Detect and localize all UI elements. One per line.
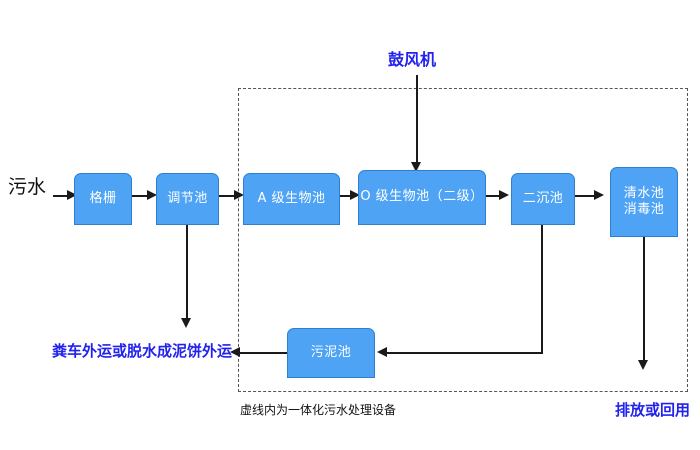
sludge-to-disposal-arrowhead bbox=[230, 347, 240, 357]
secondary-to-sludge-arrowhead bbox=[377, 347, 387, 357]
node-sludge-tank[interactable]: 污泥池 bbox=[287, 328, 375, 378]
sludge-to-disposal-line bbox=[240, 352, 287, 354]
node-a-stage-bio-label: A 级生物池 bbox=[257, 190, 326, 206]
grid-to-regulate-arrowhead bbox=[147, 190, 157, 200]
node-regulate-label: 调节池 bbox=[167, 190, 208, 206]
node-clearwater-disinfection[interactable]: 清水池 消毒池 bbox=[610, 167, 678, 237]
secondary-to-clearwater-arrowhead bbox=[594, 190, 604, 200]
blower-label: 鼓风机 bbox=[388, 50, 437, 69]
regulate-to-disposal-line bbox=[186, 225, 188, 321]
secondary-to-sludge-vertical bbox=[541, 225, 543, 354]
grid-to-regulate-line bbox=[132, 195, 149, 197]
node-secondary-clarifier-label: 二沉池 bbox=[522, 190, 564, 206]
regulate-to-disposal-arrowhead bbox=[181, 318, 191, 328]
node-regulate[interactable]: 调节池 bbox=[156, 173, 219, 225]
abio-to-obio-arrowhead bbox=[350, 190, 360, 200]
node-o-stage-bio-label: O 级生物池（二级） bbox=[360, 189, 484, 205]
abio-to-obio-line bbox=[340, 195, 353, 197]
obio-to-secondary-arrowhead bbox=[499, 190, 509, 200]
node-disinfection-label: 消毒池 bbox=[623, 202, 665, 217]
blower-feed-arrowhead bbox=[411, 162, 421, 172]
integrated-equipment-boundary bbox=[238, 88, 688, 392]
clearwater-to-effluent-line bbox=[643, 237, 645, 363]
sludge-disposal-label: 粪车外运或脱水成泥饼外运 bbox=[52, 342, 233, 360]
regulate-to-abio-line bbox=[219, 195, 237, 197]
node-o-stage-bio[interactable]: O 级生物池（二级） bbox=[358, 170, 486, 225]
node-grid[interactable]: 格栅 bbox=[74, 173, 132, 225]
node-clearwater-label: 清水池 bbox=[623, 185, 665, 201]
regulate-to-abio-arrowhead bbox=[234, 190, 244, 200]
node-grid-label: 格栅 bbox=[89, 190, 117, 206]
secondary-to-clearwater-line bbox=[575, 195, 596, 197]
clearwater-to-effluent-arrowhead bbox=[638, 360, 648, 370]
blower-feed-line bbox=[416, 75, 418, 165]
influent-label: 污水 bbox=[8, 176, 47, 198]
enclosure-caption: 虚线内为一体化污水处理设备 bbox=[240, 403, 397, 417]
secondary-to-sludge-horizontal bbox=[387, 352, 543, 354]
node-a-stage-bio[interactable]: A 级生物池 bbox=[243, 173, 340, 225]
influent-to-grid-arrowhead bbox=[67, 190, 77, 200]
node-sludge-tank-label: 污泥池 bbox=[310, 344, 352, 360]
obio-to-secondary-line bbox=[486, 195, 501, 197]
effluent-label: 排放或回用 bbox=[615, 401, 691, 419]
node-secondary-clarifier[interactable]: 二沉池 bbox=[511, 173, 575, 225]
influent-to-grid-line bbox=[53, 195, 69, 197]
